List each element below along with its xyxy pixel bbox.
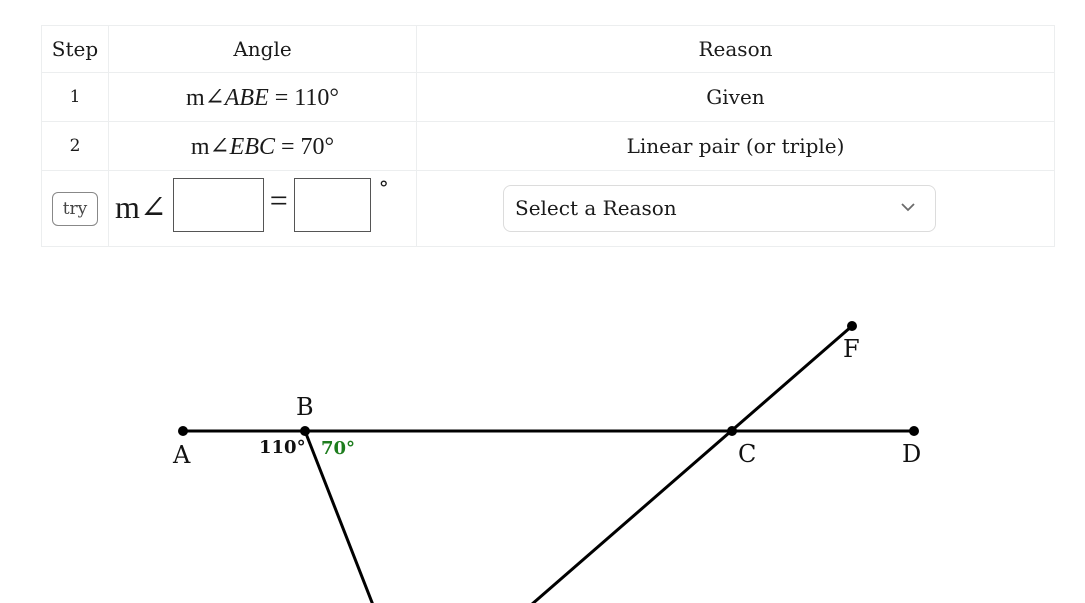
label-a: A <box>172 441 191 469</box>
reason-input-cell: Select a Reason <box>416 170 1055 247</box>
angle-prefix: m∠ <box>185 84 225 111</box>
angle-name-input[interactable] <box>172 177 264 232</box>
proof-table: Step Angle Reason 1 m∠ABE = 110° Given 2… <box>41 25 1055 247</box>
angle-label-ebc: 70° <box>321 438 355 459</box>
line-fc <box>531 324 853 603</box>
angle-input-cell: m∠ = ° <box>108 170 417 247</box>
table-row: 2 m∠EBC = 70° Linear pair (or triple) <box>41 121 1055 171</box>
label-b: B <box>296 393 314 421</box>
angle-statement: m∠ABE = 110° <box>108 72 417 122</box>
point-b <box>300 426 310 436</box>
table-header-row: Step Angle Reason <box>41 25 1055 73</box>
reason-text: Linear pair (or triple) <box>416 121 1055 171</box>
angle-measure-input[interactable] <box>293 177 371 232</box>
input-row: try m∠ = ° Select a Reason <box>41 170 1055 247</box>
angle-label-abe: 110° <box>259 437 306 458</box>
table-row: 1 m∠ABE = 110° Given <box>41 72 1055 122</box>
step-number: 1 <box>41 72 109 122</box>
angle-name: ABE <box>224 84 269 111</box>
try-button[interactable]: try <box>52 191 98 226</box>
angle-measure: = 70° <box>274 133 335 160</box>
point-a <box>178 426 188 436</box>
label-d: D <box>902 440 921 468</box>
header-angle: Angle <box>108 25 417 73</box>
header-step: Step <box>41 25 109 73</box>
angle-prefix: m∠ <box>190 133 230 160</box>
angle-prefix: m∠ <box>115 188 167 225</box>
label-f: F <box>843 335 860 363</box>
degree-symbol: ° <box>378 175 389 200</box>
angle-name: EBC <box>229 133 275 160</box>
step-number: 2 <box>41 121 109 171</box>
reason-text: Given <box>416 72 1055 122</box>
segment-be <box>303 430 374 603</box>
angle-measure: = 110° <box>268 84 339 111</box>
angle-statement: m∠EBC = 70° <box>108 121 417 171</box>
chevron-down-icon <box>901 203 915 212</box>
try-cell: try <box>41 170 109 247</box>
label-c: C <box>738 440 756 468</box>
header-reason: Reason <box>416 25 1055 73</box>
point-f <box>847 321 857 331</box>
reason-select[interactable]: Select a Reason <box>503 185 936 232</box>
equals-sign: = <box>269 181 288 218</box>
geometry-diagram: A B C D F 110° 70° <box>172 321 921 603</box>
point-d <box>909 426 919 436</box>
point-c <box>727 426 737 436</box>
reason-select-value: Select a Reason <box>515 196 677 220</box>
